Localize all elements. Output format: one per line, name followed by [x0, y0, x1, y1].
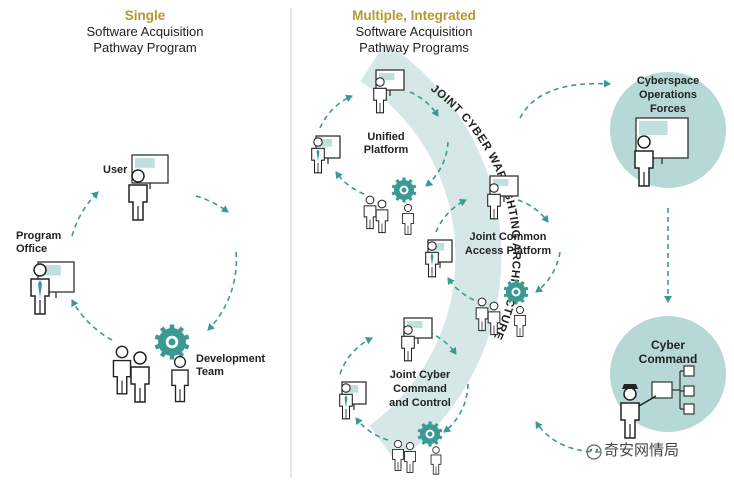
left-cycle-arrows: [71, 191, 238, 341]
joint-common-access-cycle-arrows: [435, 199, 561, 301]
jcap-team-2-icon: [487, 301, 501, 336]
jcap-user-figure-icon: [487, 183, 501, 220]
left-subtitle-line2: Pathway Program: [93, 40, 197, 55]
officer-cap-icon: [622, 384, 638, 389]
jcc2-label-line3: and Control: [389, 397, 451, 409]
unified-user-figure-icon: [373, 77, 387, 114]
jcap-gear-icon: [503, 279, 529, 305]
jcc2-label-line2: Command: [393, 383, 447, 395]
jcap-team-3-icon: [514, 305, 526, 337]
right-subtitle-line1: Software Acquisition: [355, 24, 473, 39]
jcc2-team-2-icon: [404, 441, 416, 473]
left-heading: Single: [124, 8, 166, 23]
unified-team-2-icon: [375, 199, 389, 234]
dev-team-figure-3-icon: [171, 355, 189, 403]
program-office-label-line1: Program: [16, 230, 62, 242]
cyberspace-label-line1: Cyberspace: [636, 75, 700, 87]
development-gear-icon: [154, 324, 190, 360]
pointer-icon: [638, 395, 657, 407]
dev-team-figure-1-icon: [112, 345, 132, 395]
cyber-command-label-line2: Command: [638, 352, 698, 366]
program-office-figure-icon: [30, 263, 50, 315]
force-connector-arrows: [519, 79, 672, 453]
jcc2-gear-icon: [417, 421, 443, 447]
watermark-logo-icon: [586, 444, 602, 460]
jcc2-user-figure-icon: [401, 325, 415, 362]
right-subtitle-line2: Pathway Programs: [359, 40, 469, 55]
cyber-command-label-line1: Cyber: [650, 338, 685, 352]
jcc2-label-line1: Joint Cyber: [389, 369, 451, 381]
jcc2-office-figure-icon: [339, 383, 353, 420]
user-label: User: [103, 164, 128, 176]
watermark-text: 奇安网情局: [604, 442, 680, 459]
unified-team-3-icon: [402, 203, 414, 235]
user-monitor-icon: [131, 154, 169, 189]
cyberspace-label-line3: Forces: [649, 103, 687, 115]
jcap-label-line1: Joint Common: [469, 231, 547, 243]
architecture-arc: [360, 42, 502, 463]
jcap-label-line2: Access Platform: [464, 245, 552, 257]
unified-platform-label-line1: Unified: [367, 131, 405, 143]
cyberspace-label-line2: Operations: [638, 89, 698, 101]
dev-team-figure-2-icon: [130, 351, 150, 403]
development-team-label-line2: Team: [196, 366, 224, 378]
unified-platform-label-line2: Platform: [363, 144, 409, 156]
development-team-label-line1: Development: [196, 353, 266, 365]
jcc2-team-3-icon: [430, 446, 442, 475]
right-heading: Multiple, Integrated: [352, 8, 476, 23]
user-figure-icon: [128, 169, 148, 221]
jcap-team-1-icon: [475, 297, 489, 332]
program-office-label-line2: Office: [16, 243, 48, 255]
unified-office-figure-icon: [311, 137, 325, 174]
unified-gear-icon: [391, 177, 417, 203]
jcc2-team-1-icon: [392, 439, 404, 471]
unified-platform-cycle-arrows: [319, 91, 449, 195]
cyberspace-operator-icon: [634, 135, 654, 187]
left-subtitle-line1: Software Acquisition: [86, 24, 204, 39]
unified-team-1-icon: [363, 195, 377, 230]
org-chart-icon: [651, 365, 695, 415]
jcap-office-figure-icon: [425, 241, 439, 278]
cyber-commander-icon: [620, 387, 640, 439]
